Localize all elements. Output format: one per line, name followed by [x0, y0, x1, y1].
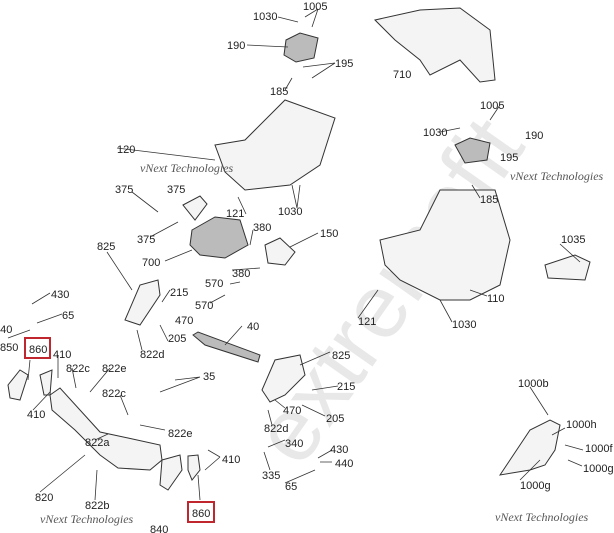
callout: 840	[150, 524, 168, 533]
watermark-text: vNext Technologies	[140, 161, 234, 175]
callout: 1030	[423, 127, 447, 139]
callout: 205	[168, 333, 186, 345]
part-860-left	[39, 369, 53, 396]
part-820	[49, 387, 163, 471]
callout: 570	[195, 300, 213, 312]
callout: 190	[227, 40, 245, 52]
part-860-bottom	[187, 454, 201, 481]
callout: 380	[253, 222, 271, 234]
callout: 205	[326, 413, 344, 425]
callout: 430	[330, 444, 348, 456]
callout: 822c	[102, 388, 126, 400]
callout: 375	[167, 184, 185, 196]
callout-highlighted: 860	[192, 508, 210, 520]
callout: 65	[285, 481, 297, 493]
callout: 121	[358, 316, 376, 328]
part-150	[264, 237, 296, 266]
callout: 1030	[452, 319, 476, 331]
highlight-box	[187, 501, 215, 523]
callout: 850	[0, 342, 18, 354]
callout: 822e	[168, 428, 192, 440]
callout: 1035	[561, 234, 585, 246]
callout-highlighted: 860	[29, 344, 47, 356]
callout: 375	[137, 234, 155, 246]
callout: 700	[142, 257, 160, 269]
watermark-text: vNext Technologies	[40, 512, 134, 526]
part-825-right	[261, 354, 306, 403]
callout: 1000g	[520, 480, 551, 492]
callout: 1000h	[566, 419, 597, 431]
callout: 822b	[85, 500, 109, 512]
callout: 822a	[85, 437, 110, 449]
callout: 822d	[140, 349, 164, 361]
callout: 440	[335, 458, 353, 470]
part-40	[192, 331, 261, 363]
callout: 65	[62, 310, 74, 322]
callout: 40	[247, 321, 259, 333]
callout: 120	[117, 144, 135, 156]
callout: 185	[480, 194, 498, 206]
callout: 470	[175, 315, 193, 327]
callout: 1000g	[583, 463, 614, 475]
part-700-small	[182, 195, 208, 221]
callout: 375	[115, 184, 133, 196]
callout: 822c	[66, 363, 90, 375]
watermark-text: vNext Technologies	[510, 169, 604, 183]
part-shapes	[7, 7, 591, 491]
highlight-box	[24, 337, 51, 359]
part-120	[214, 99, 336, 191]
part-840	[159, 454, 183, 491]
callout: 1000f	[585, 443, 613, 455]
callout: 470	[283, 405, 301, 417]
leader-lines	[7, 8, 584, 501]
callout: 570	[205, 278, 223, 290]
part-190-upper	[283, 32, 319, 63]
part-110	[379, 189, 511, 301]
callout: 825	[332, 350, 350, 362]
callout: 820	[35, 492, 53, 504]
callout: 430	[51, 289, 69, 301]
callout: 380	[232, 268, 250, 280]
part-710	[374, 7, 496, 83]
callout: 1000b	[518, 378, 549, 390]
callout: 185	[270, 86, 288, 98]
callout: 121	[226, 208, 244, 220]
callout: 190	[525, 130, 543, 142]
callout: 1030	[278, 206, 302, 218]
callout: 710	[393, 69, 411, 81]
part-1035	[544, 254, 591, 281]
watermark-text: vNext Technologies	[495, 510, 589, 524]
part-850	[7, 369, 29, 401]
watermarks: vNext Technologies vNext Technologies vN…	[40, 161, 604, 526]
callout: 825	[97, 241, 115, 253]
part-825-left	[124, 279, 161, 326]
callout: 35	[203, 371, 215, 383]
callout: 1005	[303, 1, 327, 13]
callout: 410	[222, 454, 240, 466]
callout: 340	[285, 438, 303, 450]
callout: 195	[335, 58, 353, 70]
part-190-right	[454, 137, 491, 164]
callout: 410	[27, 409, 45, 421]
part-700	[189, 216, 249, 259]
callout: 1030	[253, 11, 277, 23]
callout: 1005	[480, 100, 504, 112]
callout: 150	[320, 228, 338, 240]
callout: 410	[53, 349, 71, 361]
callout: 822d	[264, 423, 288, 435]
part-1000	[498, 419, 561, 476]
callout: 335	[262, 470, 280, 482]
callout: 440	[0, 324, 12, 336]
callout: 215	[170, 287, 188, 299]
callout: 215	[337, 381, 355, 393]
callout: 195	[500, 152, 518, 164]
callout: 110	[487, 293, 505, 305]
callout: 822e	[102, 363, 126, 375]
